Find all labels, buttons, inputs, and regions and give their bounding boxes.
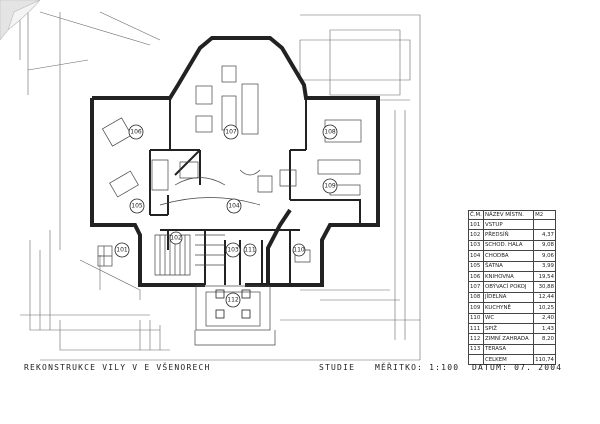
room-marker: 108 — [322, 124, 338, 140]
room-number: 111 — [244, 247, 256, 254]
room-marker: 104 — [226, 198, 242, 214]
room-area-cell: 10,25 — [533, 302, 556, 314]
room-number: 104 — [228, 203, 240, 210]
room-number: 109 — [324, 183, 336, 190]
room-marker: 111 — [243, 243, 257, 257]
room-number-cell: 113 — [468, 343, 484, 356]
drawing-date: DATUM: 07. 2004 — [472, 363, 563, 372]
room-name-cell: OBÝVACÍ POKOJ — [482, 281, 535, 293]
room-area-cell: 30,88 — [533, 281, 556, 293]
room-number: 102 — [170, 235, 182, 242]
room-marker: 106 — [128, 124, 144, 140]
room-number: 110 — [293, 247, 305, 254]
room-name-cell: ZIMNÍ ZAHRADA — [482, 333, 535, 345]
room-number: 107 — [225, 129, 237, 136]
room-number-cell: 112 — [468, 333, 484, 345]
room-area-cell: 19,54 — [533, 270, 556, 283]
project-title: REKONSTRUKCE VILY V E VŠENORECH — [24, 363, 211, 372]
table-header-row: Č.M. NÁZEV MÍSTN. M2 — [468, 210, 556, 220]
room-name-cell: KNIHOVNA — [482, 270, 535, 283]
room-number: 108 — [324, 129, 336, 136]
outer-walls — [90, 36, 380, 287]
room-marker: 109 — [322, 178, 338, 194]
page-curl-icon — [0, 0, 41, 41]
room-number-cell: 109 — [468, 302, 484, 314]
total-area-cell: 110,74 — [533, 354, 556, 366]
room-area-cell: 9,06 — [533, 250, 556, 262]
room-number: 106 — [130, 129, 142, 136]
room-name-cell: PŘEDSÍŇ — [482, 229, 535, 241]
room-number: 105 — [131, 203, 143, 210]
room-area-cell — [533, 218, 556, 231]
room-marker: 103 — [225, 242, 241, 258]
room-number-cell: 101 — [468, 218, 484, 231]
column-header-number: Č.M. — [468, 210, 484, 220]
room-marker: 110 — [292, 243, 306, 257]
room-marker: 105 — [129, 198, 145, 214]
room-area-cell: 1,43 — [533, 322, 556, 335]
garden-table — [215, 289, 251, 319]
room-number-cell: 107 — [468, 281, 484, 293]
room-number: 101 — [116, 247, 128, 254]
room-marker: 102 — [169, 231, 183, 245]
room-name-cell: SPIŽ — [482, 322, 535, 335]
room-marker: 107 — [223, 124, 239, 140]
room-name-cell: WC — [482, 312, 535, 324]
room-name-cell: KUCHYNĚ — [482, 302, 535, 314]
room-number-cell: 103 — [468, 239, 484, 252]
room-name-cell: TERASA — [482, 343, 535, 356]
room-marker: 101 — [114, 242, 130, 258]
column-header-area: M2 — [533, 210, 556, 220]
room-number: 103 — [227, 247, 239, 254]
room-name-cell: ŠATNA — [482, 260, 535, 272]
room-number-cell: 104 — [468, 250, 484, 262]
room-number-cell: 111 — [468, 322, 484, 335]
site-lines — [19, 11, 421, 361]
room-area-cell: 8,20 — [533, 333, 556, 345]
room-area-cell: 4,37 — [533, 229, 556, 241]
room-name-cell: JÍDELNA — [482, 291, 535, 304]
room-name-cell: SCHOD. HALA — [482, 239, 535, 252]
room-markers: 101 102 103 104 105 106 107 108 109 110 … — [114, 124, 338, 308]
room-number-cell: 108 — [468, 291, 484, 304]
room-area-cell: 12,44 — [533, 291, 556, 304]
drawing-scale: MĚŘITKO: 1:100 — [375, 363, 460, 372]
room-name-cell: VSTUP — [482, 218, 535, 231]
room-number-cell: 106 — [468, 270, 484, 283]
room-area-cell: 9,08 — [533, 239, 556, 252]
total-label-cell: CELKEM — [482, 354, 535, 366]
room-number: 112 — [227, 297, 239, 304]
room-area-cell: 2,40 — [533, 312, 556, 324]
room-marker: 112 — [225, 292, 241, 308]
column-header-name: NÁZEV MÍSTN. — [482, 210, 535, 220]
room-name-cell: CHODBA — [482, 250, 535, 262]
project-stage: STUDIE — [319, 363, 356, 372]
internal-walls — [149, 98, 361, 285]
furniture-details — [97, 65, 362, 346]
room-area-cell — [533, 343, 556, 356]
room-area-cell: 3,99 — [533, 260, 556, 272]
room-number-cell: 102 — [468, 229, 484, 241]
room-number-cell: 110 — [468, 312, 484, 324]
room-number-cell: 105 — [468, 260, 484, 272]
